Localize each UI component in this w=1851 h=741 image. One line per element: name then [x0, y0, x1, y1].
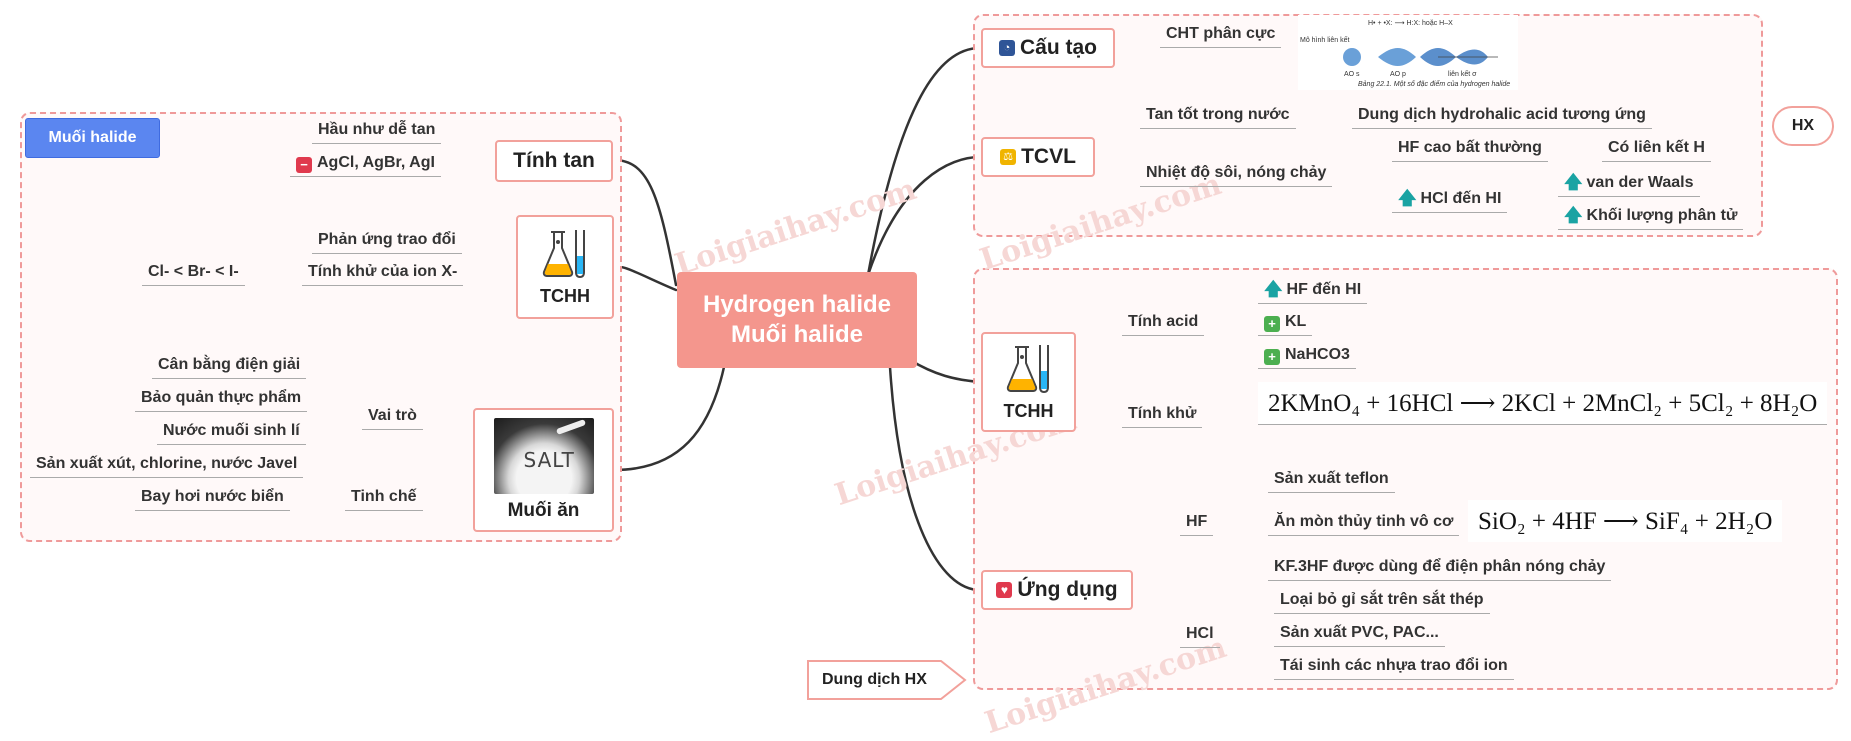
- muoi-an-title: Muối ăn: [507, 500, 580, 521]
- van-der-waals[interactable]: 🡅van der Waals: [1558, 172, 1700, 197]
- kmno4-equation: 2KMnO₄ + 16HCl ⟶ 2KCl + 2MnCl₂ + 5Cl₂ + …: [1258, 382, 1828, 425]
- central-topic[interactable]: Hydrogen halide Muối halide: [677, 272, 917, 368]
- sio2-equation: SiO₂ + 4HF ⟶ SiF₄ + 2H₂O: [1468, 500, 1783, 542]
- central-topic-line2: Muối halide: [731, 321, 863, 348]
- tinh-tan-title: Tính tan: [513, 149, 595, 172]
- hcl-label[interactable]: HCl: [1180, 624, 1220, 648]
- acid-item-2[interactable]: + KL: [1258, 312, 1313, 336]
- plus-icon: +: [1264, 316, 1280, 332]
- dung-dich-hx-tag[interactable]: Dung dịch HX: [807, 660, 967, 700]
- right-tchh-title: TCHH: [1003, 400, 1054, 421]
- right-tchh-node[interactable]: TCHH: [981, 332, 1076, 432]
- dung-dich-group: [973, 268, 1838, 690]
- hf-item-1[interactable]: Sản xuất teflon: [1268, 469, 1395, 493]
- lien-ket-h[interactable]: Có liên kết H: [1602, 138, 1711, 162]
- arrow-up-icon: 🡅: [1564, 172, 1583, 192]
- tinh-acid-label[interactable]: Tính acid: [1122, 312, 1205, 336]
- ung-dung-node[interactable]: ♥ Ứng dụng: [981, 570, 1133, 610]
- left-tchh-item-1[interactable]: Phản ứng trao đổi: [312, 230, 462, 254]
- scales-icon: ⚖: [1000, 149, 1017, 165]
- acid-item-1-text: HF đến HI: [1286, 281, 1362, 298]
- hf-cao-label[interactable]: HF cao bất thường: [1392, 138, 1548, 162]
- vai-tro-item-3[interactable]: Nước muối sinh lí: [157, 421, 306, 445]
- link-right-tchh: [908, 358, 982, 384]
- cau-tao-node[interactable]: ◔ Cấu tạo: [981, 28, 1115, 68]
- left-tchh-node[interactable]: TCHH: [516, 215, 614, 319]
- left-tchh-item-2[interactable]: Tính khử của ion X-: [302, 262, 464, 286]
- tinh-tan-node[interactable]: Tính tan: [495, 140, 613, 182]
- tcvl-node[interactable]: ⚖ TCVL: [981, 137, 1095, 177]
- bonding-figure: H• + •X: ⟶ H:X: hoặc H–X Mô hình liên kế…: [1298, 15, 1518, 90]
- muoi-halide-tag[interactable]: Muối halide: [25, 118, 160, 158]
- tinh-khu-label[interactable]: Tính khử: [1122, 404, 1203, 428]
- cau-tao-item[interactable]: CHT phân cực: [1160, 24, 1282, 48]
- bonding-figure-title: Mô hình liên kết: [1300, 37, 1350, 44]
- vai-tro-label[interactable]: Vai trò: [362, 406, 423, 430]
- arrow-up-icon: 🡅: [1564, 205, 1583, 225]
- dung-dich-hx-label: Dung dịch HX: [822, 671, 927, 688]
- central-topic-line1: Hydrogen halide: [702, 291, 892, 318]
- left-tchh-title: TCHH: [540, 285, 590, 306]
- acid-item-1[interactable]: 🡅HF đến HI: [1258, 279, 1368, 304]
- hcl-item-2[interactable]: Sản xuất PVC, PAC...: [1274, 623, 1445, 647]
- hf-item-3[interactable]: KF.3HF được dùng để điện phân nóng chảy: [1268, 557, 1612, 581]
- hx-tag[interactable]: HX: [1772, 106, 1834, 146]
- link-muoi-an: [612, 365, 726, 472]
- arrow-up-icon: 🡅: [1264, 279, 1283, 299]
- tinh-che-item-1[interactable]: Bay hơi nước biển: [135, 487, 290, 511]
- arrow-up-icon: 🡅: [1398, 188, 1417, 208]
- bonding-figure-label-3: liên kết σ: [1448, 71, 1477, 78]
- link-ung-dung: [888, 365, 982, 592]
- hf-item-2[interactable]: Ăn mòn thủy tinh vô cơ: [1268, 512, 1460, 536]
- link-cau-tao: [866, 46, 982, 277]
- vai-tro-item-4[interactable]: Sản xuất xút, chlorine, nước Javel: [30, 454, 304, 478]
- nhiet-do-label[interactable]: Nhiệt độ sôi, nóng chảy: [1140, 163, 1333, 187]
- minus-icon: −: [296, 157, 312, 173]
- khoi-luong[interactable]: 🡅Khối lượng phân tử: [1558, 205, 1744, 230]
- khoi-luong-text: Khối lượng phân tử: [1586, 207, 1738, 224]
- hcl-hi-label[interactable]: 🡅HCl đến HI: [1392, 188, 1508, 213]
- vai-tro-item-2[interactable]: Bảo quản thực phẩm: [135, 388, 308, 412]
- pie-chart-icon: ◔: [998, 40, 1015, 56]
- hcl-item-1[interactable]: Loại bỏ gỉ sắt trên sắt thép: [1274, 590, 1490, 614]
- acid-item-3[interactable]: + NaHCO3: [1258, 345, 1356, 369]
- lab-flask-icon: [540, 228, 590, 280]
- vai-tro-item-1[interactable]: Cân bằng điện giải: [152, 355, 307, 379]
- muoi-an-node[interactable]: SALT Muối ăn: [473, 408, 614, 532]
- heart-icon: ♥: [996, 582, 1013, 598]
- salt-image-text: SALT: [523, 448, 575, 472]
- acid-item-2-text: KL: [1285, 313, 1307, 330]
- ung-dung-title: Ứng dụng: [1017, 578, 1118, 601]
- van-der-waals-text: van der Waals: [1586, 174, 1694, 191]
- lab-flask-icon: [1004, 343, 1054, 395]
- link-tinh-tan: [612, 158, 678, 287]
- bonding-figure-label-1: AO s: [1344, 71, 1360, 78]
- ion-order[interactable]: Cl- < Br- < I-: [142, 262, 245, 286]
- tan-tot-label[interactable]: Tan tốt trong nước: [1140, 105, 1296, 129]
- hcl-hi-text: HCl đến HI: [1420, 190, 1502, 207]
- hcl-item-3[interactable]: Tái sinh các nhựa trao đổi ion: [1274, 656, 1514, 680]
- acid-item-3-text: NaHCO3: [1285, 346, 1350, 363]
- salt-image: SALT: [493, 418, 594, 494]
- plus-icon: +: [1264, 349, 1280, 365]
- bonding-figure-label-2: AO p: [1390, 71, 1406, 78]
- link-tcvl: [866, 155, 982, 277]
- bonding-figure-top: H• + •X: ⟶ H:X: hoặc H–X: [1368, 20, 1453, 27]
- tinh-tan-item-2[interactable]: −AgCl, AgBr, AgI: [290, 153, 441, 177]
- tcvl-title: TCVL: [1021, 145, 1076, 168]
- tinh-tan-item-1[interactable]: Hầu như dễ tan: [312, 120, 442, 144]
- hf-label[interactable]: HF: [1180, 512, 1214, 536]
- tan-tot-sub[interactable]: Dung dịch hydrohalic acid tương ứng: [1352, 105, 1652, 129]
- tinh-tan-item-2-text: AgCl, AgBr, AgI: [317, 154, 435, 171]
- cau-tao-title: Cấu tạo: [1019, 36, 1097, 59]
- tinh-che-label[interactable]: Tinh chế: [345, 487, 423, 511]
- bonding-figure-caption: Bảng 22.1. Một số đặc điểm của hydrogen …: [1358, 81, 1511, 88]
